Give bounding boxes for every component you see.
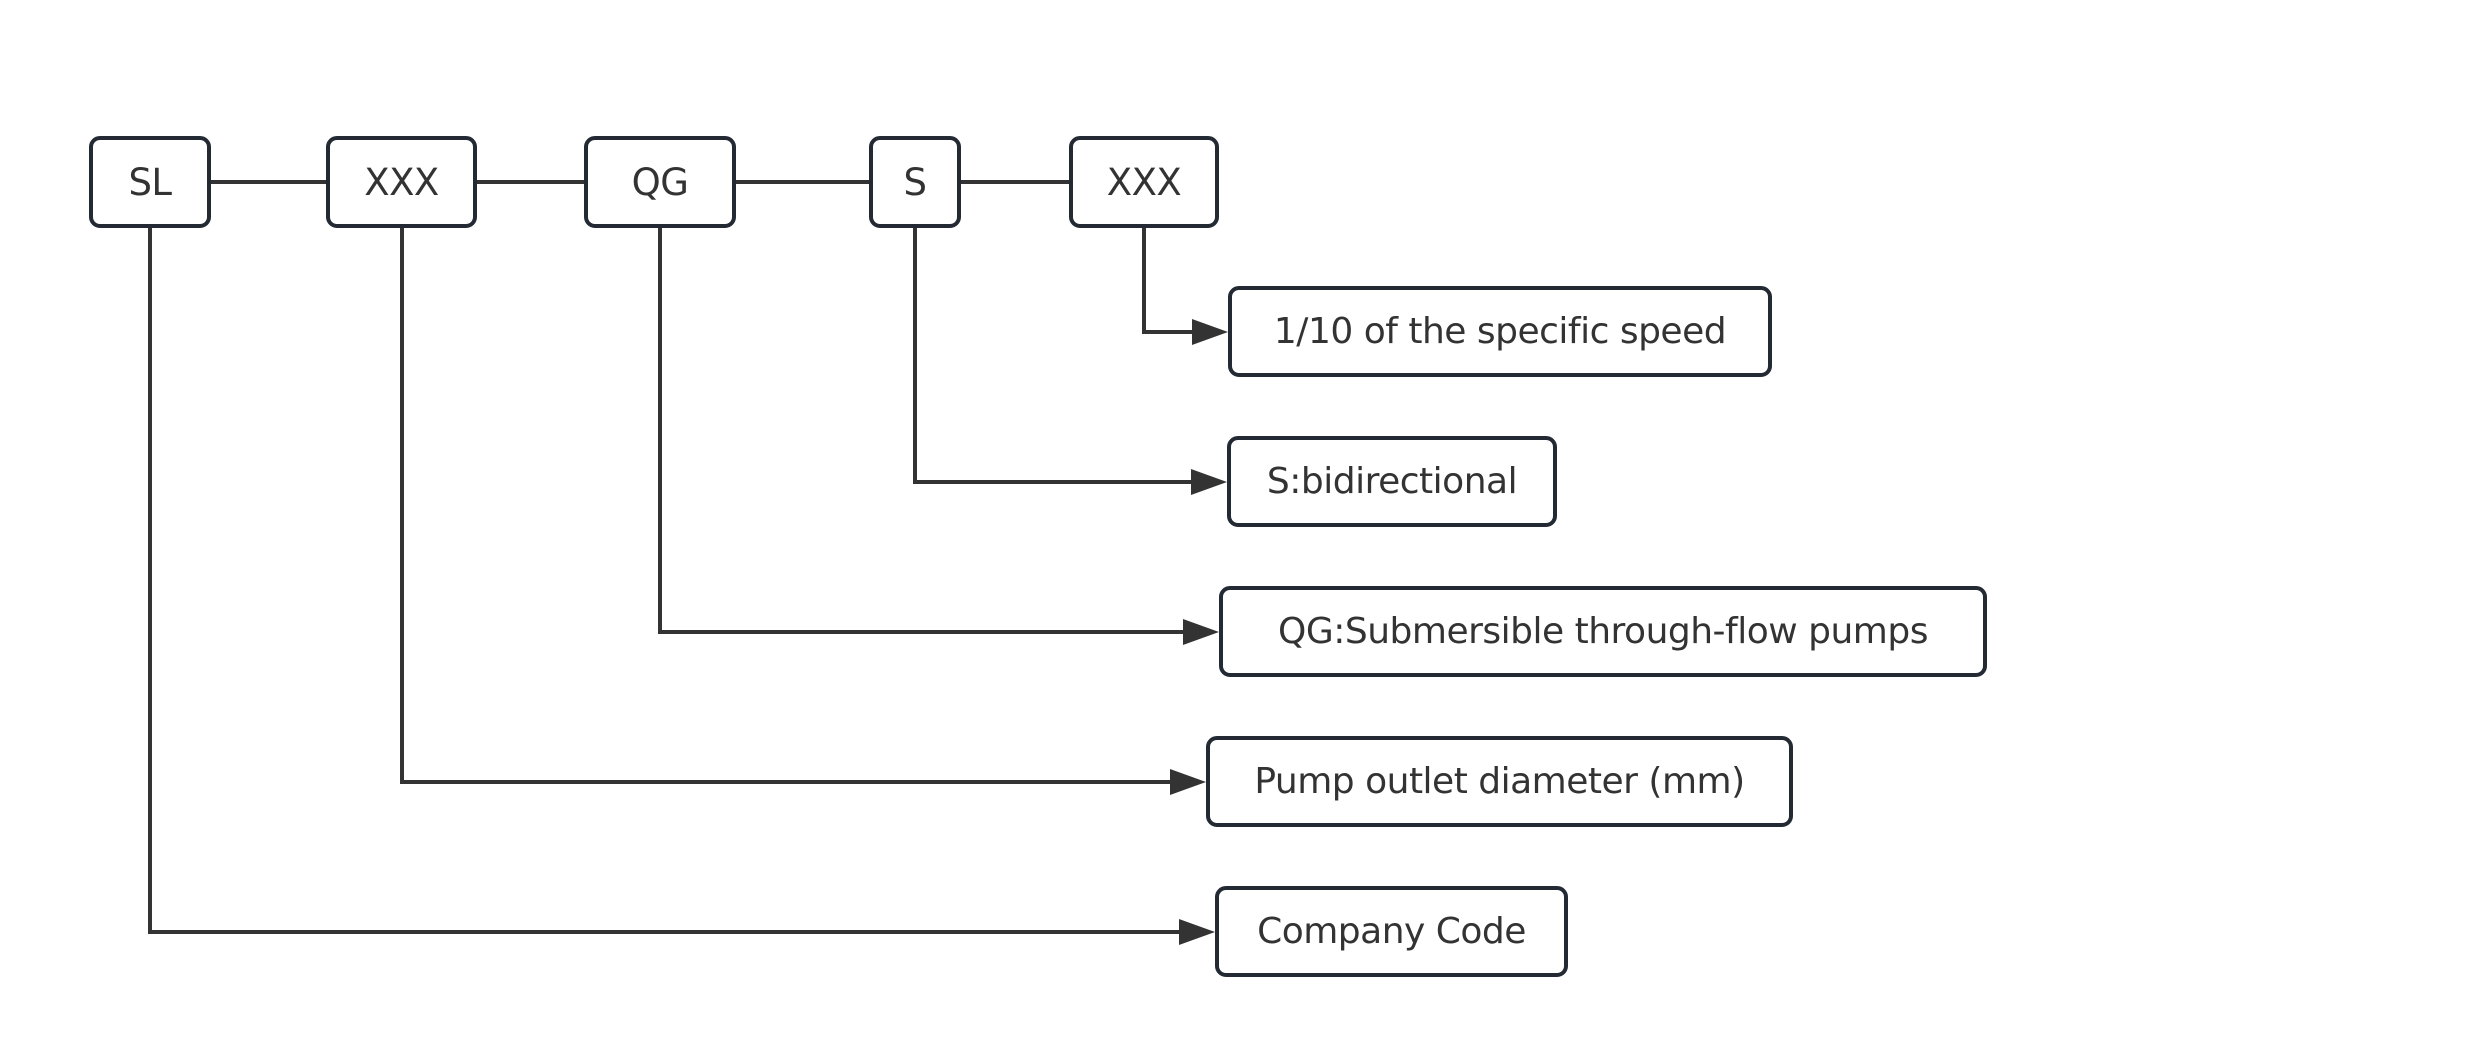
description-label: Pump outlet diameter (mm) [1254, 760, 1745, 802]
code-node-label: QG [631, 160, 689, 204]
description-bidirectional[interactable]: S:bidirectional [1227, 436, 1557, 527]
code-node-sl[interactable]: SL [89, 136, 211, 228]
code-node-xxx-diameter[interactable]: XXX [326, 136, 477, 228]
description-company-code[interactable]: Company Code [1215, 886, 1568, 977]
description-submersible-pumps[interactable]: QG:Submersible through-flow pumps [1219, 586, 1987, 677]
elbow-connector-s-d-bidir [913, 228, 1191, 484]
description-specific-speed[interactable]: 1/10 of the specific speed [1228, 286, 1772, 377]
arrowhead-icon [1192, 319, 1228, 345]
elbow-connector-xxx1-d-diameter [400, 228, 1170, 784]
arrowhead-icon [1170, 769, 1206, 795]
code-node-xxx-speed[interactable]: XXX [1069, 136, 1219, 228]
description-label: QG:Submersible through-flow pumps [1278, 610, 1928, 652]
elbow-connector-xxx2-d-speed [1142, 228, 1192, 334]
description-label: 1/10 of the specific speed [1273, 310, 1727, 352]
code-node-label: XXX [1106, 160, 1182, 204]
code-node-qg[interactable]: QG [584, 136, 736, 228]
code-node-label: XXX [364, 160, 439, 204]
arrowhead-icon [1179, 919, 1215, 945]
description-label: Company Code [1257, 910, 1526, 952]
code-node-label: S [903, 160, 928, 204]
code-node-label: SL [128, 160, 172, 204]
elbow-connector-sl-d-company [148, 228, 1179, 934]
arrowhead-icon [1183, 619, 1219, 645]
arrowhead-icon [1191, 469, 1227, 495]
description-outlet-diameter[interactable]: Pump outlet diameter (mm) [1206, 736, 1793, 827]
elbow-connector-qg-d-qg [658, 228, 1183, 634]
description-label: S:bidirectional [1266, 460, 1518, 502]
code-node-s[interactable]: S [869, 136, 961, 228]
